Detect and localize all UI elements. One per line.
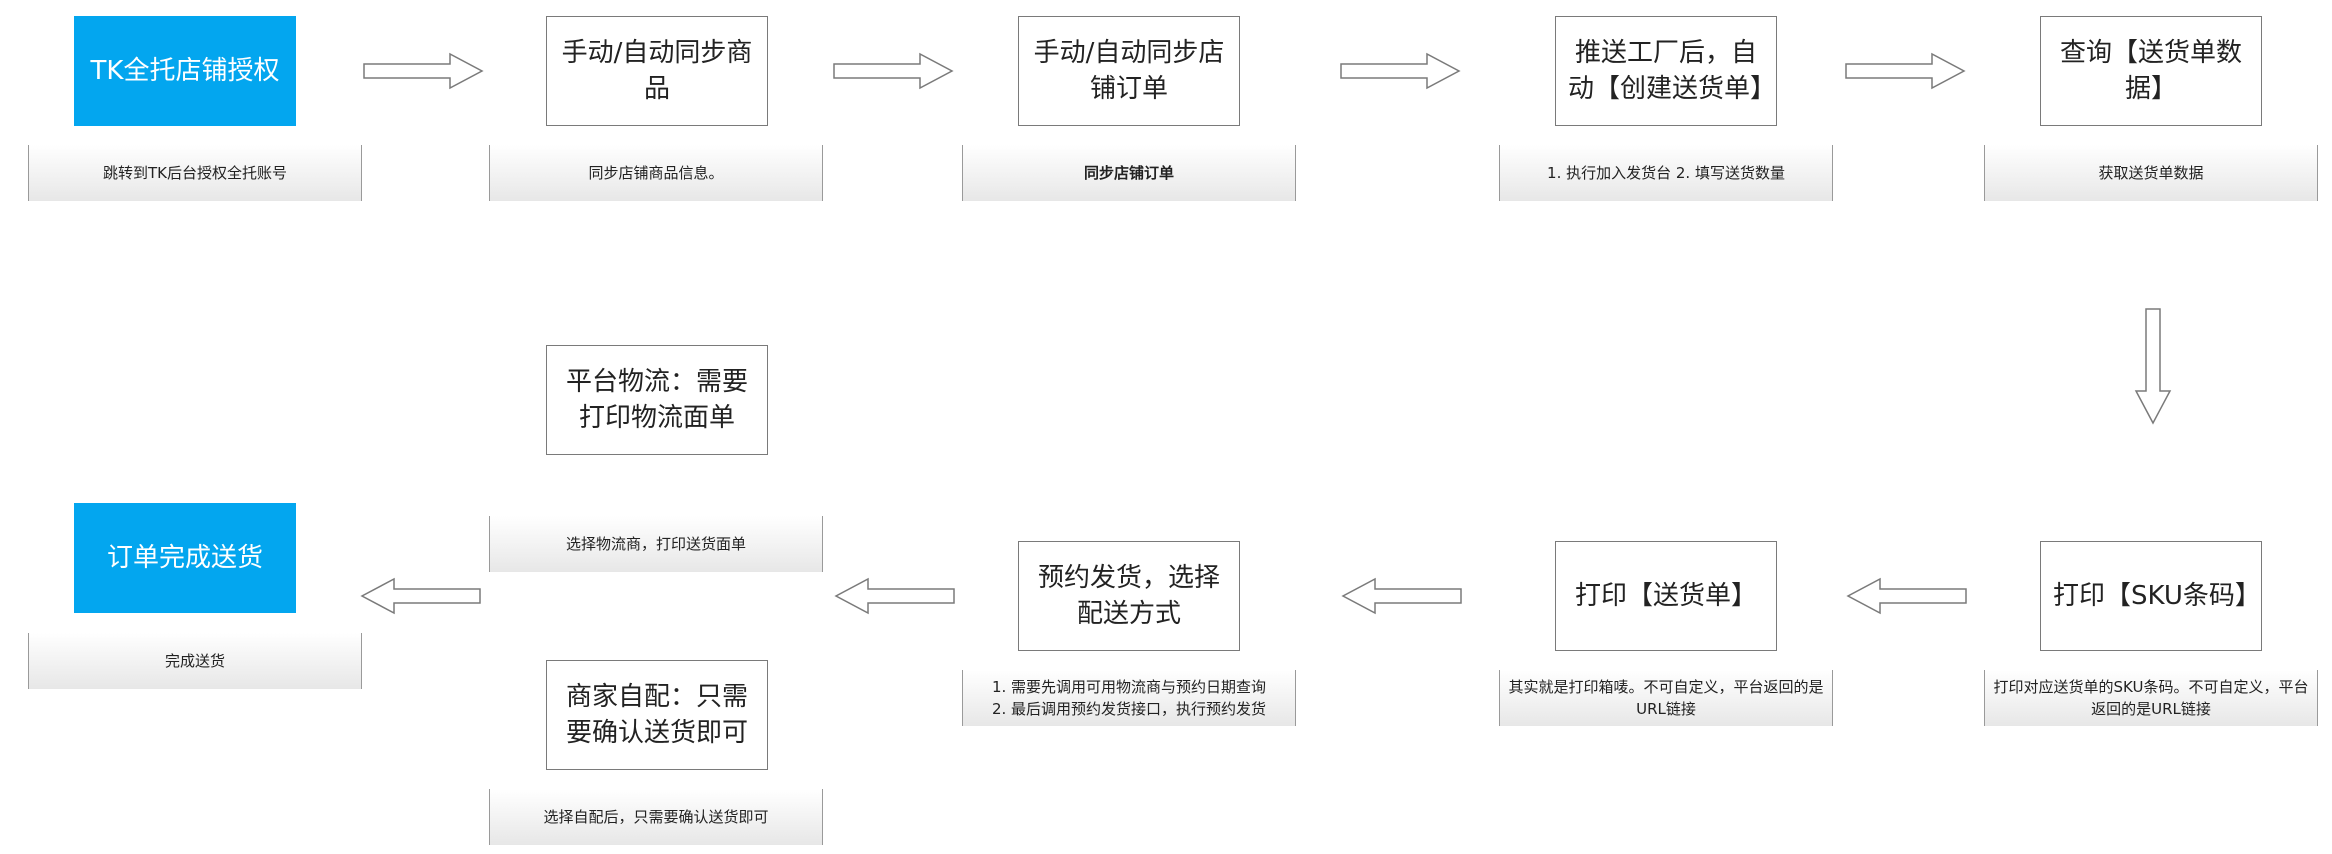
step-orders-title: 手动/自动同步店铺订单 — [1033, 38, 1225, 104]
step-platform-note-text: 选择物流商，打印送货面单 — [565, 535, 746, 553]
step-query-note-text: 获取送货单数据 — [2098, 164, 2204, 182]
step-push-box: 推送工厂后，自动【创建送货单】 — [1555, 16, 1777, 126]
step-print-sku-box: 打印【SKU条码】 — [2040, 541, 2262, 651]
step-goods-note-text: 同步店铺商品信息。 — [588, 164, 724, 182]
step-orders-box: 手动/自动同步店铺订单 — [1018, 16, 1240, 126]
step-orders-note: 同步店铺订单 — [962, 145, 1296, 201]
arrow-left-2 — [1341, 577, 1462, 615]
step-push-note-text: 1. 执行加入发货台 2. 填写送货数量 — [1547, 164, 1785, 182]
step-auth-note: 跳转到TK后台授权全托账号 — [28, 145, 362, 201]
step-done-box: 订单完成送货 — [74, 503, 296, 613]
arrow-right-2 — [833, 52, 954, 90]
step-push-title: 推送工厂后，自动【创建送货单】 — [1568, 38, 1777, 104]
step-platform-note: 选择物流商，打印送货面单 — [489, 516, 823, 572]
step-query-note: 获取送货单数据 — [1984, 145, 2318, 201]
step-goods-title: 手动/自动同步商品 — [561, 38, 753, 104]
step-done-note-text: 完成送货 — [164, 652, 225, 670]
step-goods-note: 同步店铺商品信息。 — [489, 145, 823, 201]
arrow-down — [2134, 308, 2172, 425]
step-query-box: 查询【送货单数据】 — [2040, 16, 2262, 126]
step-print-sku-title: 打印【SKU条码】 — [2053, 581, 2261, 611]
step-merchant-title: 商家自配：只需要确认送货即可 — [565, 682, 748, 748]
step-merchant-note-text: 选择自配后，只需要确认送货即可 — [543, 808, 769, 826]
step-done-title: 订单完成送货 — [106, 543, 263, 573]
step-print-ship-title: 打印【送货单】 — [1574, 581, 1757, 611]
step-print-ship-note: 其实就是打印箱唛。不可自定义，平台返回的是URL链接 — [1499, 670, 1833, 726]
step-reserve-note-line2: 2. 最后调用预约发货接口，执行预约发货 — [991, 700, 1267, 718]
step-push-note: 1. 执行加入发货台 2. 填写送货数量 — [1499, 145, 1833, 201]
arrow-left-4 — [360, 577, 481, 615]
step-print-ship-note-text: 其实就是打印箱唛。不可自定义，平台返回的是URL链接 — [1508, 678, 1824, 718]
step-print-ship-box: 打印【送货单】 — [1555, 541, 1777, 651]
step-orders-note-text: 同步店铺订单 — [1083, 164, 1174, 182]
step-print-sku-note: 打印对应送货单的SKU条码。不可自定义，平台返回的是URL链接 — [1984, 670, 2318, 726]
step-platform-title: 平台物流：需要打印物流面单 — [565, 367, 748, 433]
arrow-left-3 — [834, 577, 955, 615]
arrow-left-1 — [1846, 577, 1967, 615]
step-platform-box: 平台物流：需要打印物流面单 — [546, 345, 768, 455]
step-reserve-note: 1. 需要先调用可用物流商与预约日期查询 2. 最后调用预约发货接口，执行预约发… — [962, 670, 1296, 726]
step-query-title: 查询【送货单数据】 — [2059, 38, 2242, 104]
step-reserve-note-line1: 1. 需要先调用可用物流商与预约日期查询 — [991, 678, 1267, 696]
step-print-sku-note-text: 打印对应送货单的SKU条码。不可自定义，平台返回的是URL链接 — [1993, 678, 2309, 718]
step-reserve-box: 预约发货，选择配送方式 — [1018, 541, 1240, 651]
arrow-right-4 — [1845, 52, 1966, 90]
arrow-right-3 — [1340, 52, 1461, 90]
step-merchant-note: 选择自配后，只需要确认送货即可 — [489, 789, 823, 845]
step-merchant-box: 商家自配：只需要确认送货即可 — [546, 660, 768, 770]
step-done-note: 完成送货 — [28, 633, 362, 689]
step-auth-box: TK全托店铺授权 — [74, 16, 296, 126]
step-goods-box: 手动/自动同步商品 — [546, 16, 768, 126]
arrow-right-1 — [363, 52, 484, 90]
step-reserve-title: 预约发货，选择配送方式 — [1037, 563, 1220, 629]
step-auth-title: TK全托店铺授权 — [90, 56, 280, 86]
step-auth-note-text: 跳转到TK后台授权全托账号 — [102, 164, 287, 182]
